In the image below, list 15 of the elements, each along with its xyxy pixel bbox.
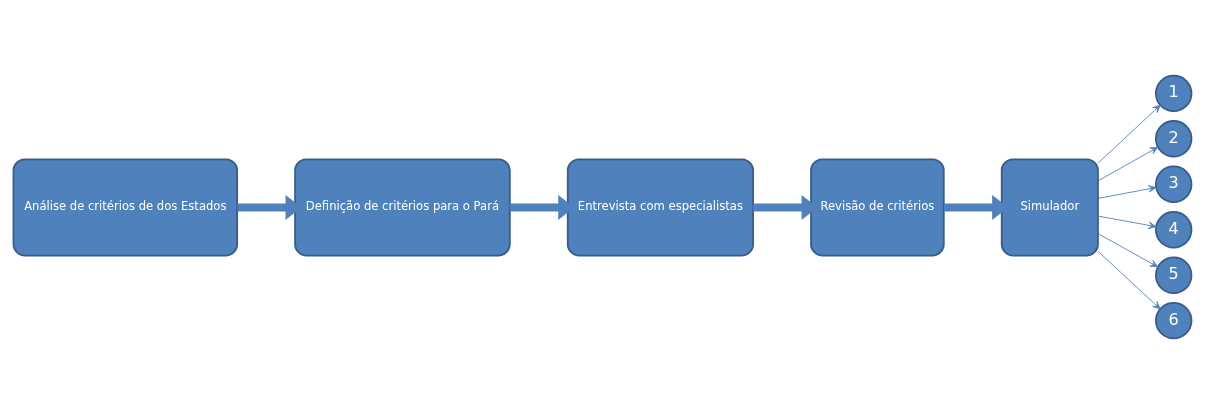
- node-circle: 5: [1154, 256, 1193, 294]
- arrow: [1097, 215, 1157, 229]
- node-box: Definição de critérios para o Pará: [294, 158, 511, 257]
- node-box: Revisão de critérios: [810, 158, 945, 257]
- node-box: Simulador: [1000, 158, 1099, 257]
- arrow: [1097, 146, 1159, 182]
- node-circle: 4: [1154, 211, 1193, 249]
- node-box: Análise de critérios de dos Estados: [12, 158, 239, 257]
- arrow: [1097, 251, 1161, 310]
- arrow: [1097, 104, 1161, 164]
- node-box: Entrevista com especialistas: [566, 158, 754, 257]
- node-circle: 2: [1154, 120, 1193, 158]
- arrow: [1097, 233, 1159, 268]
- node-circle: 3: [1154, 165, 1193, 203]
- arrow: [1097, 185, 1157, 199]
